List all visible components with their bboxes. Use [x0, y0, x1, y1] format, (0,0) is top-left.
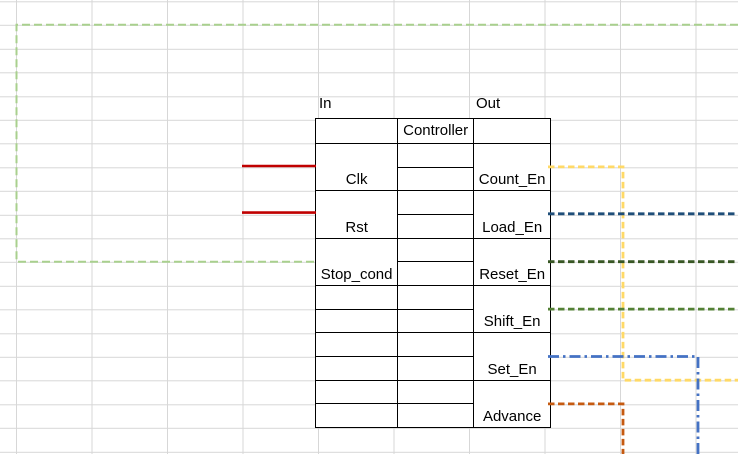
table-cell-empty	[316, 403, 397, 427]
table-cell-empty	[397, 379, 474, 404]
in-header-label: In	[319, 95, 332, 112]
table-cell-empty	[397, 166, 474, 191]
table-cell-empty	[397, 213, 474, 238]
table-cell-empty	[316, 356, 397, 380]
output-cell-count-en: Count_En	[474, 142, 550, 190]
output-cell-load-en: Load_En	[474, 190, 550, 237]
table-cell-empty	[316, 332, 397, 356]
table-cell-empty	[397, 308, 474, 333]
out-header-label: Out	[476, 95, 501, 112]
controller-block: Clk Rst Stop_cond Controller	[315, 118, 551, 429]
input-cell-clk: Clk	[316, 142, 397, 190]
table-cell-empty	[316, 308, 397, 333]
outputs-column: Count_En Load_En Reset_En Shift_En Set_E…	[473, 119, 550, 428]
input-cell-rst: Rst	[316, 190, 397, 237]
table-cell-empty	[397, 332, 474, 356]
table-cell-empty	[397, 190, 474, 214]
table-cell-empty	[397, 285, 474, 309]
table-cell-empty	[397, 142, 474, 167]
table-cell-empty	[316, 379, 397, 404]
output-cell-reset-en: Reset_En	[474, 237, 550, 285]
controller-title-cell: Controller	[403, 122, 469, 140]
table-cell-empty	[474, 119, 550, 143]
table-cell-empty	[397, 356, 474, 380]
table-cell-empty	[397, 237, 474, 262]
output-cell-set-en: Set_En	[474, 332, 550, 379]
table-cell-empty	[397, 261, 474, 285]
output-cell-shift-en: Shift_En	[474, 285, 550, 332]
table-cell-empty	[397, 403, 474, 427]
controller-column: Controller	[396, 119, 474, 428]
table-cell-empty	[316, 285, 397, 309]
inputs-column: Clk Rst Stop_cond	[316, 119, 397, 427]
table-cell-empty	[316, 119, 397, 143]
output-cell-advance: Advance	[474, 379, 550, 427]
input-cell-stop-cond: Stop_cond	[316, 237, 397, 285]
